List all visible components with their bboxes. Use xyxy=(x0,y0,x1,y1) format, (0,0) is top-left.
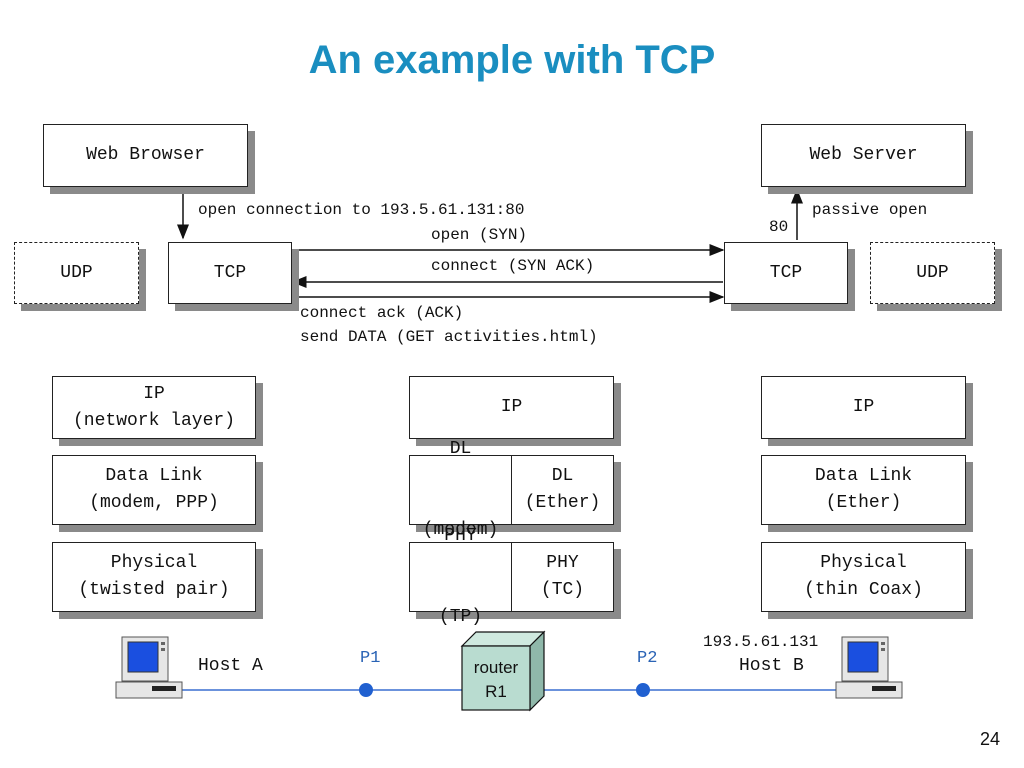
host-b-ip-box: IP xyxy=(761,376,966,439)
host-a-datalink-label: Data Link xyxy=(105,466,203,486)
p1-port-dot xyxy=(359,683,373,697)
udp-right-label: UDP xyxy=(916,262,949,283)
router-phy-right-sublabel: (TC) xyxy=(540,580,585,600)
host-b-datalink-box: Data Link (Ether) xyxy=(761,455,966,525)
tcp-right-box: TCP xyxy=(724,242,848,304)
tcp-left-box: TCP xyxy=(168,242,292,304)
host-a-physical-sublabel: (twisted pair) xyxy=(78,580,230,600)
host-b-datalink-sublabel: (Ether) xyxy=(825,493,902,513)
p2-port-dot xyxy=(636,683,650,697)
host-a-physical-label: Physical xyxy=(110,553,198,573)
p2-label: P2 xyxy=(637,649,658,668)
host-b-computer-icon xyxy=(835,636,903,699)
router-dl-right-sublabel: (Ether) xyxy=(524,493,601,513)
port-80-label: 80 xyxy=(769,218,789,236)
router-datalink-box: DL (modem) DL (Ether) xyxy=(409,439,614,540)
host-b-label: Host B xyxy=(739,656,804,676)
host-a-datalink-box: Data Link (modem, PPP) xyxy=(52,455,256,525)
web-browser-box: Web Browser xyxy=(43,124,248,187)
router-dl-left: DL (modem) xyxy=(410,382,511,598)
host-a-ip-box: IP (network layer) xyxy=(52,376,256,439)
tcp-right-label: TCP xyxy=(769,262,803,283)
slide-title: An example with TCP xyxy=(308,38,716,82)
router-dl-left-sublabel: (modem) xyxy=(422,520,499,540)
router-dl-right-label: DL xyxy=(551,466,574,486)
router-r1: router R1 xyxy=(460,630,546,712)
router-phy-left: PHY (TP) xyxy=(410,469,511,685)
web-browser-label: Web Browser xyxy=(86,145,205,165)
host-b-physical-sublabel: (thin Coax) xyxy=(804,580,923,600)
router-phy-left-label: PHY xyxy=(444,526,477,546)
open-connection-label: open connection to 193.5.61.131:80 xyxy=(198,201,525,219)
p1-label: P1 xyxy=(360,649,381,668)
router-phy-left-sublabel: (TP) xyxy=(438,607,483,627)
udp-left-label: UDP xyxy=(60,262,93,283)
host-b-physical-box: Physical (thin Coax) xyxy=(761,542,966,612)
web-server-label: Web Server xyxy=(809,145,918,165)
page-number: 24 xyxy=(979,729,1000,749)
host-a-datalink-sublabel: (modem, PPP) xyxy=(89,493,219,513)
router-dl-left-label: DL xyxy=(449,439,472,459)
router-phy-right: PHY (TC) xyxy=(511,543,613,611)
connect-syn-ack-label: connect (SYN ACK) xyxy=(431,257,595,275)
router-ip-label: IP xyxy=(500,397,523,417)
host-b-ip-address: 193.5.61.131 xyxy=(703,633,819,651)
router-name: R1 xyxy=(485,682,507,701)
host-a-label: Host A xyxy=(198,656,263,676)
host-a-computer-icon xyxy=(115,636,183,699)
router-label: router xyxy=(474,658,519,677)
connect-ack-label: connect ack (ACK) xyxy=(300,304,464,322)
host-b-datalink-label: Data Link xyxy=(814,466,913,486)
udp-left-box: UDP xyxy=(14,242,139,304)
tcp-left-label: TCP xyxy=(213,262,247,283)
open-syn-label: open (SYN) xyxy=(431,226,528,244)
router-ip-box: IP xyxy=(409,376,614,439)
host-a-ip-label: IP xyxy=(143,383,165,404)
send-data-label: send DATA (GET activities.html) xyxy=(300,328,598,346)
router-physical-box: PHY (TP) PHY (TC) xyxy=(409,526,614,627)
passive-open-label: passive open xyxy=(812,201,928,219)
router-dl-right: DL (Ether) xyxy=(511,456,613,524)
router-phy-right-label: PHY xyxy=(546,553,579,573)
host-b-ip-label: IP xyxy=(852,397,875,417)
udp-right-box: UDP xyxy=(870,242,995,304)
host-b-physical-label: Physical xyxy=(820,553,907,573)
host-a-physical-box: Physical (twisted pair) xyxy=(52,542,256,612)
web-server-box: Web Server xyxy=(761,124,966,187)
host-a-ip-sublabel: (network layer) xyxy=(72,410,236,431)
